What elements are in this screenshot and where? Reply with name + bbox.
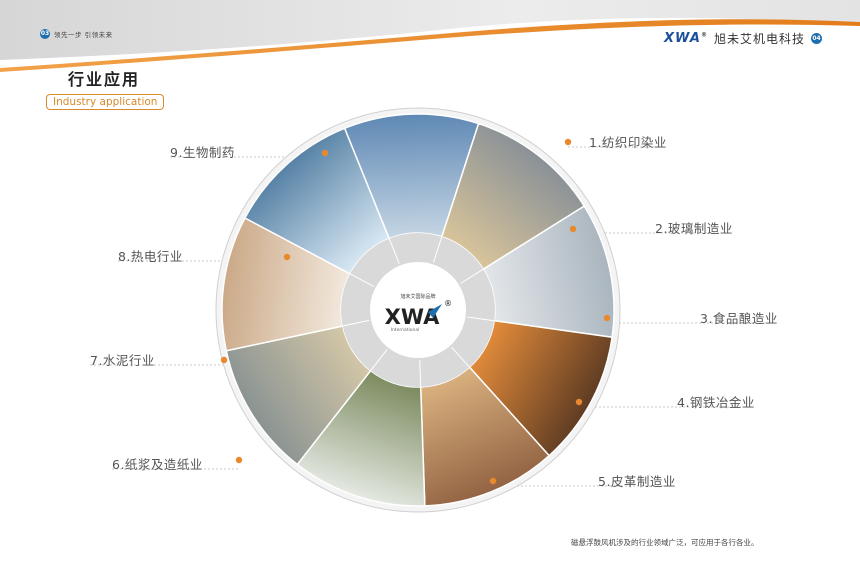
industry-label-5: 5.皮革制造业 — [598, 474, 676, 489]
page-number-right: 04 — [811, 33, 822, 44]
leader-dot — [564, 138, 572, 146]
ring-separator — [467, 316, 495, 322]
ring-separator — [388, 238, 400, 264]
section-title: 行业应用 Industry application — [46, 66, 165, 110]
industry-label-9: 9.生物制药 — [170, 145, 235, 160]
ring-separator — [460, 268, 484, 284]
industry-label-7: 7.水泥行业 — [90, 353, 155, 368]
section-title-cn: 行业应用 — [68, 70, 141, 89]
center-logo-tagline: International — [391, 327, 420, 333]
industry-label-1: 1.纺织印染业 — [589, 135, 667, 150]
section-title-en: Industry application — [46, 94, 165, 110]
brand-logo: XWA® — [664, 31, 708, 46]
leader-dot — [321, 149, 329, 157]
center-logo-disc — [370, 262, 466, 358]
header-swoosh — [0, 0, 860, 72]
center-logo-reg: ® — [444, 299, 452, 308]
industry-label-4: 4.钢铁冶金业 — [677, 395, 755, 410]
leader-dot — [569, 225, 577, 233]
header-left: 03 领先一步 引领未来 — [40, 29, 113, 39]
center-logo-subtitle: 旭未艾国际品牌 — [400, 293, 435, 300]
ring-separator — [342, 319, 370, 327]
industry-label-6: 6.纸浆及造纸业 — [112, 457, 203, 472]
leader-dot — [603, 314, 611, 322]
leader-dot — [489, 477, 497, 485]
industry-label-3: 3.食品酿造业 — [700, 311, 778, 326]
ring-separator — [419, 359, 422, 387]
swoosh-icon — [428, 304, 442, 318]
page-number-left: 03 — [40, 29, 50, 39]
leader-dot — [220, 356, 228, 364]
center-logo-brand: XWA — [385, 305, 440, 329]
leader-dot — [235, 456, 243, 464]
leader-dot — [575, 398, 583, 406]
ring-separator — [349, 273, 375, 287]
industry-label-8: 8.热电行业 — [118, 249, 183, 264]
ring-separator — [432, 236, 443, 263]
industry-label-2: 2.玻璃制造业 — [655, 221, 733, 236]
ring-separator — [451, 346, 470, 368]
header-right: XWA® 旭未艾机电科技 04 — [664, 30, 822, 47]
ring-separator — [370, 349, 388, 371]
leader-dot — [283, 253, 291, 261]
company-name: 旭未艾机电科技 — [713, 32, 805, 46]
footnote: 磁悬浮鼓风机涉及的行业领域广泛，可应用于各行各业。 — [571, 538, 759, 547]
slogan: 领先一步 引领未来 — [54, 31, 113, 39]
